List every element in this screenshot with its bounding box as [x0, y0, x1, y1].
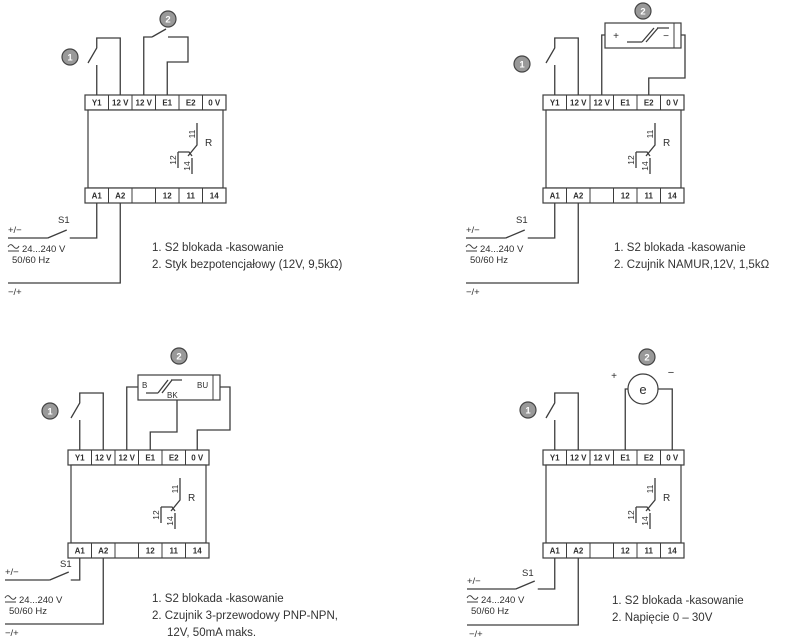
- switch-s2: [545, 37, 579, 95]
- note-line: 2. Napięcie 0 – 30V: [612, 612, 713, 624]
- three-wire-sensor: B BK BU: [137, 374, 221, 401]
- callout-2-badge: 2: [170, 347, 188, 365]
- hysteresis-switching-icon: [627, 27, 669, 43]
- switch-s1-label: S1: [516, 215, 528, 226]
- note-line: 12V, 50mA maks.: [167, 627, 257, 639]
- callout-2-badge: 2: [638, 348, 656, 366]
- sensor-wiring: [126, 386, 231, 450]
- switch-s1-power-wiring: [5, 558, 104, 625]
- quadrant-bottom-left: B BK BU 1 2 +/− S1 24...240 V 50/60 Hz −…: [4, 347, 231, 639]
- polarity-label: +/−: [467, 576, 481, 587]
- note-line: 1. S2 blokada -kasowanie: [152, 242, 284, 254]
- ac-dc-icon: [4, 595, 17, 603]
- voltage-source: e + −: [611, 367, 674, 405]
- switch-s2: [545, 392, 579, 450]
- quadrant-top-left: 1 2 +/− S1 24...240 V 50/60 Hz −/+: [7, 10, 227, 298]
- relay-module-instance: [67, 449, 210, 559]
- sensor-minus-label: −: [663, 31, 669, 42]
- namur-sensor: + −: [604, 22, 682, 49]
- supply-voltage-label: 24...240 V: [480, 244, 524, 255]
- source-wiring: [624, 388, 673, 450]
- callout-number: 1: [47, 407, 53, 418]
- relay-module-instance: [542, 94, 685, 204]
- switch-s1-power-wiring: [466, 203, 579, 284]
- callout-circle: [638, 348, 656, 366]
- callout-2-badge: 2: [634, 2, 652, 20]
- supply-voltage-label: 24...240 V: [22, 244, 66, 255]
- supply-frequency-label: 50/60 Hz: [471, 606, 509, 617]
- callout-circle: [159, 10, 177, 28]
- switch-s2: [87, 37, 121, 95]
- callout-number: 2: [165, 15, 170, 26]
- switch-s2: [70, 392, 104, 450]
- notes-bottom-right: 1. S2 blokada -kasowanie 2. Napięcie 0 –…: [612, 593, 744, 627]
- switch-s1-power-wiring: [8, 203, 121, 284]
- callout-1-badge: 1: [41, 402, 59, 420]
- callout-1-badge: 1: [519, 401, 537, 419]
- callout-circle: [634, 2, 652, 20]
- switch-s1-label: S1: [522, 568, 534, 579]
- ac-dc-icon: [465, 244, 478, 252]
- ac-dc-icon: [466, 595, 479, 603]
- callout-circle: [170, 347, 188, 365]
- callout-2-badge: 2: [159, 10, 177, 28]
- supply-frequency-label: 50/60 Hz: [12, 255, 50, 266]
- switch-s1-label: S1: [60, 559, 72, 570]
- notes-top-left: 1. S2 blokada -kasowanie 2. Styk bezpote…: [152, 240, 342, 274]
- callout-circle: [519, 401, 537, 419]
- switch-s1-label: S1: [58, 215, 70, 226]
- callout-circle: [513, 55, 531, 73]
- notes-top-right: 1. S2 blokada -kasowanie 2. Czujnik NAMU…: [614, 240, 769, 274]
- polarity-label: +/−: [5, 567, 19, 578]
- callout-number: 2: [176, 352, 181, 363]
- note-line: 2. Czujnik 3-przewodowy PNP-NPN,: [152, 610, 338, 622]
- callout-circle: [61, 48, 79, 66]
- polarity-label: −/+: [5, 628, 19, 639]
- relay-module-instance: [542, 449, 685, 559]
- voltage-source-symbol: e: [639, 382, 646, 397]
- notes-bottom-left: 1. S2 blokada -kasowanie 2. Czujnik 3-pr…: [152, 591, 338, 642]
- callout-1-badge: 1: [61, 48, 79, 66]
- supply-frequency-label: 50/60 Hz: [470, 255, 508, 266]
- callout-number: 2: [640, 7, 645, 18]
- note-line: 1. S2 blokada -kasowanie: [612, 595, 744, 607]
- note-line: 2. Styk bezpotencjałowy (12V, 9,5kΩ): [152, 259, 343, 271]
- callout-number: 1: [67, 53, 73, 64]
- callout-1-badge: 1: [513, 55, 531, 73]
- relay-module-instance: [84, 94, 227, 204]
- supply-voltage-label: 24...240 V: [481, 595, 525, 606]
- polarity-label: +/−: [466, 225, 480, 236]
- note-line: 2. Czujnik NAMUR,12V, 1,5kΩ: [614, 259, 770, 271]
- quadrant-bottom-right: e + − 1 2 +/− S1 24...240 V 50/60 Hz −/+: [466, 348, 685, 640]
- callout-number: 1: [525, 406, 531, 417]
- switch-s1-power-wiring: [467, 558, 579, 626]
- supply-voltage-label: 24...240 V: [19, 595, 63, 606]
- sensor-lead-label: BK: [167, 391, 178, 400]
- sensor-wiring: [601, 34, 686, 95]
- polarity-label: −/+: [469, 629, 483, 640]
- polarity-label: +/−: [8, 225, 22, 236]
- sensor-plus-label: +: [613, 31, 619, 42]
- polarity-label: −/+: [466, 287, 480, 298]
- note-line: 1. S2 blokada -kasowanie: [152, 593, 284, 605]
- note-line: 1. S2 blokada -kasowanie: [614, 242, 746, 254]
- supply-frequency-label: 50/60 Hz: [9, 606, 47, 617]
- quadrant-top-right: + − 1 2 +/− S1 24...240 V 50/60 Hz −/+: [465, 2, 686, 298]
- sensor-lead-label: B: [142, 381, 147, 390]
- callout-number: 1: [519, 60, 525, 71]
- callout-number: 2: [644, 353, 649, 364]
- source-minus-label: −: [668, 367, 674, 379]
- potential-free-contact: [143, 28, 189, 95]
- polarity-label: −/+: [8, 287, 22, 298]
- ac-dc-icon: [7, 244, 20, 252]
- callout-circle: [41, 402, 59, 420]
- hysteresis-switching-icon: [146, 379, 182, 394]
- source-plus-label: +: [611, 371, 617, 382]
- sensor-lead-label: BU: [197, 381, 208, 390]
